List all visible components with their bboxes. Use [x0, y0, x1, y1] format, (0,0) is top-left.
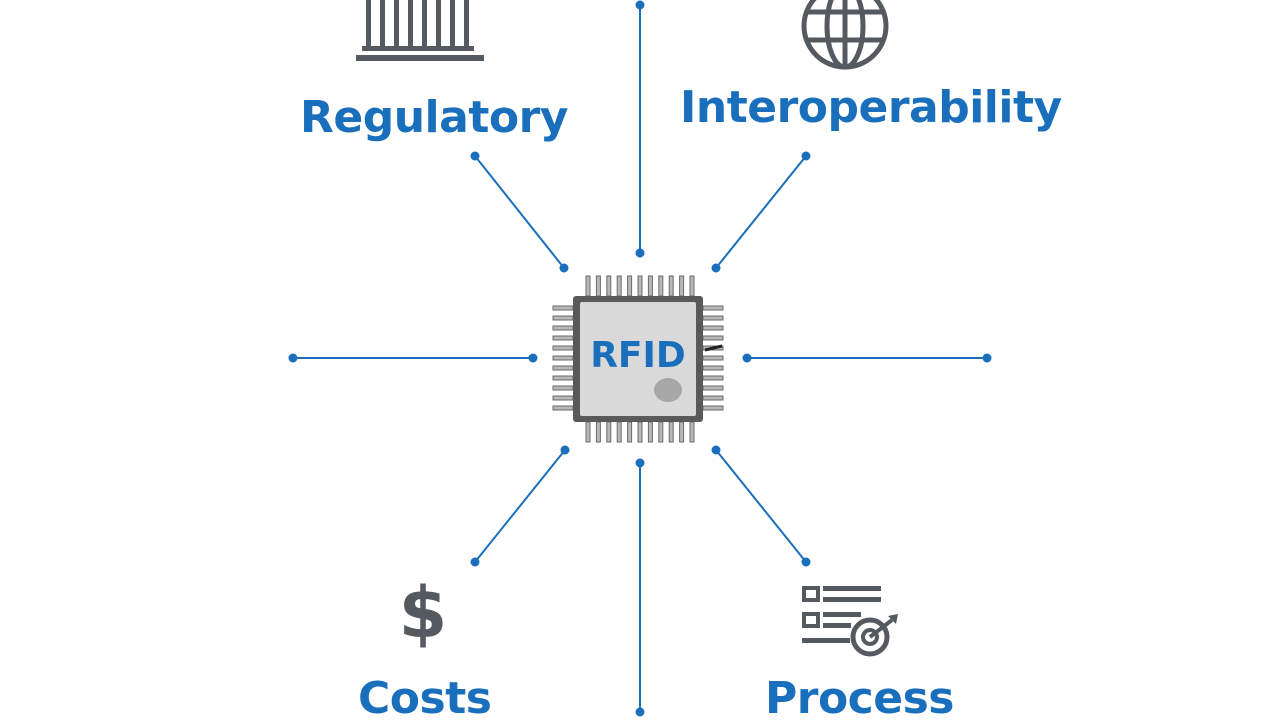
chip-pin-right	[702, 315, 724, 321]
node-label-interoperability: Interoperability	[680, 82, 1062, 133]
chip-pin-right	[702, 365, 724, 371]
chip-pin-bottom	[595, 421, 601, 443]
node-label-process: Process	[765, 673, 954, 724]
checklist-target-icon	[802, 586, 898, 657]
chip-pin-left	[552, 345, 574, 351]
chip-pin-top	[689, 275, 695, 297]
chip-pin-right	[702, 405, 724, 411]
chip-pin-top	[595, 275, 601, 297]
chip-pin-top	[616, 275, 622, 297]
chip-pin-top	[585, 275, 591, 297]
chip-pin-left	[552, 325, 574, 331]
chip-pin-left	[552, 375, 574, 381]
rfid-label: RFID	[590, 335, 686, 376]
chip-pin-right	[702, 335, 724, 341]
connector-costs	[470, 445, 570, 567]
globe-icon	[801, 0, 889, 70]
chip-pin-bottom	[616, 421, 622, 443]
connector-bottom	[635, 458, 645, 717]
rfid-chip-icon	[552, 275, 724, 443]
chip-pin-bottom	[585, 421, 591, 443]
chip-pin-right	[702, 355, 724, 361]
chip-pin-bottom	[668, 421, 674, 443]
chip-pin-bottom	[647, 421, 653, 443]
chip-pin-left	[552, 395, 574, 401]
node-label-regulatory: Regulatory	[300, 92, 568, 143]
node-label-costs: Costs	[358, 673, 492, 724]
chip-pin-right	[702, 395, 724, 401]
connector-interoperability	[711, 151, 811, 273]
chip-pin-top	[647, 275, 653, 297]
chip-pin-right	[702, 385, 724, 391]
chip-pin-left	[552, 365, 574, 371]
chip-pin-bottom	[689, 421, 695, 443]
building-columns-icon	[356, 0, 484, 61]
connector-process	[711, 445, 811, 567]
chip-pin-right	[702, 325, 724, 331]
chip-pin-left	[552, 405, 574, 411]
chip-pin-top	[679, 275, 685, 297]
chip-pin-left	[552, 385, 574, 391]
connector-left	[288, 353, 538, 363]
chip-pin-top	[606, 275, 612, 297]
chip-pin-top	[637, 275, 643, 297]
chip-pin-bottom	[679, 421, 685, 443]
chip-pin-left	[552, 305, 574, 311]
connector-top	[635, 0, 645, 258]
chip-pins	[552, 275, 724, 443]
connector-right	[742, 353, 992, 363]
chip-pin-right	[702, 375, 724, 381]
chip-pin-right	[702, 305, 724, 311]
chip-pin-bottom	[627, 421, 633, 443]
dollar-sign-icon: $	[398, 572, 448, 654]
chip-pin-bottom	[658, 421, 664, 443]
chip-pin-top	[658, 275, 664, 297]
chip-pin-left	[552, 335, 574, 341]
chip-pin-left	[552, 315, 574, 321]
connectors	[288, 0, 992, 717]
connector-regulatory	[470, 151, 569, 273]
chip-pin-top	[627, 275, 633, 297]
chip-pin-bottom	[637, 421, 643, 443]
chip-pin-top	[668, 275, 674, 297]
chip-pin-left	[552, 355, 574, 361]
chip-pin-bottom	[606, 421, 612, 443]
